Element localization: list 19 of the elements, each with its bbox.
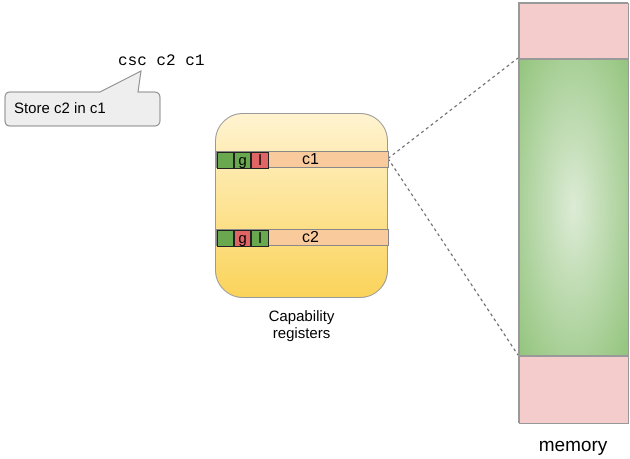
memory-region <box>519 59 629 356</box>
callout-text: Store c2 in c1 <box>14 100 106 117</box>
register-field: l <box>251 152 269 169</box>
memory-region <box>519 356 629 424</box>
register-bar <box>216 151 389 168</box>
register-field: g <box>234 230 251 247</box>
dashed-line <box>388 58 518 159</box>
register-field <box>217 230 234 247</box>
register-panel-label: Capability registers <box>268 308 336 342</box>
instruction-text: csc c2 c1 <box>118 52 204 70</box>
memory-region <box>519 3 629 59</box>
register-field: g <box>234 152 251 169</box>
dashed-line <box>388 158 518 356</box>
register-bar <box>216 229 389 246</box>
register-field: l <box>251 230 269 247</box>
register-name: c2 <box>302 230 319 245</box>
register-field <box>217 152 234 169</box>
register-name: c1 <box>302 152 319 167</box>
memory-label: memory <box>538 435 608 457</box>
